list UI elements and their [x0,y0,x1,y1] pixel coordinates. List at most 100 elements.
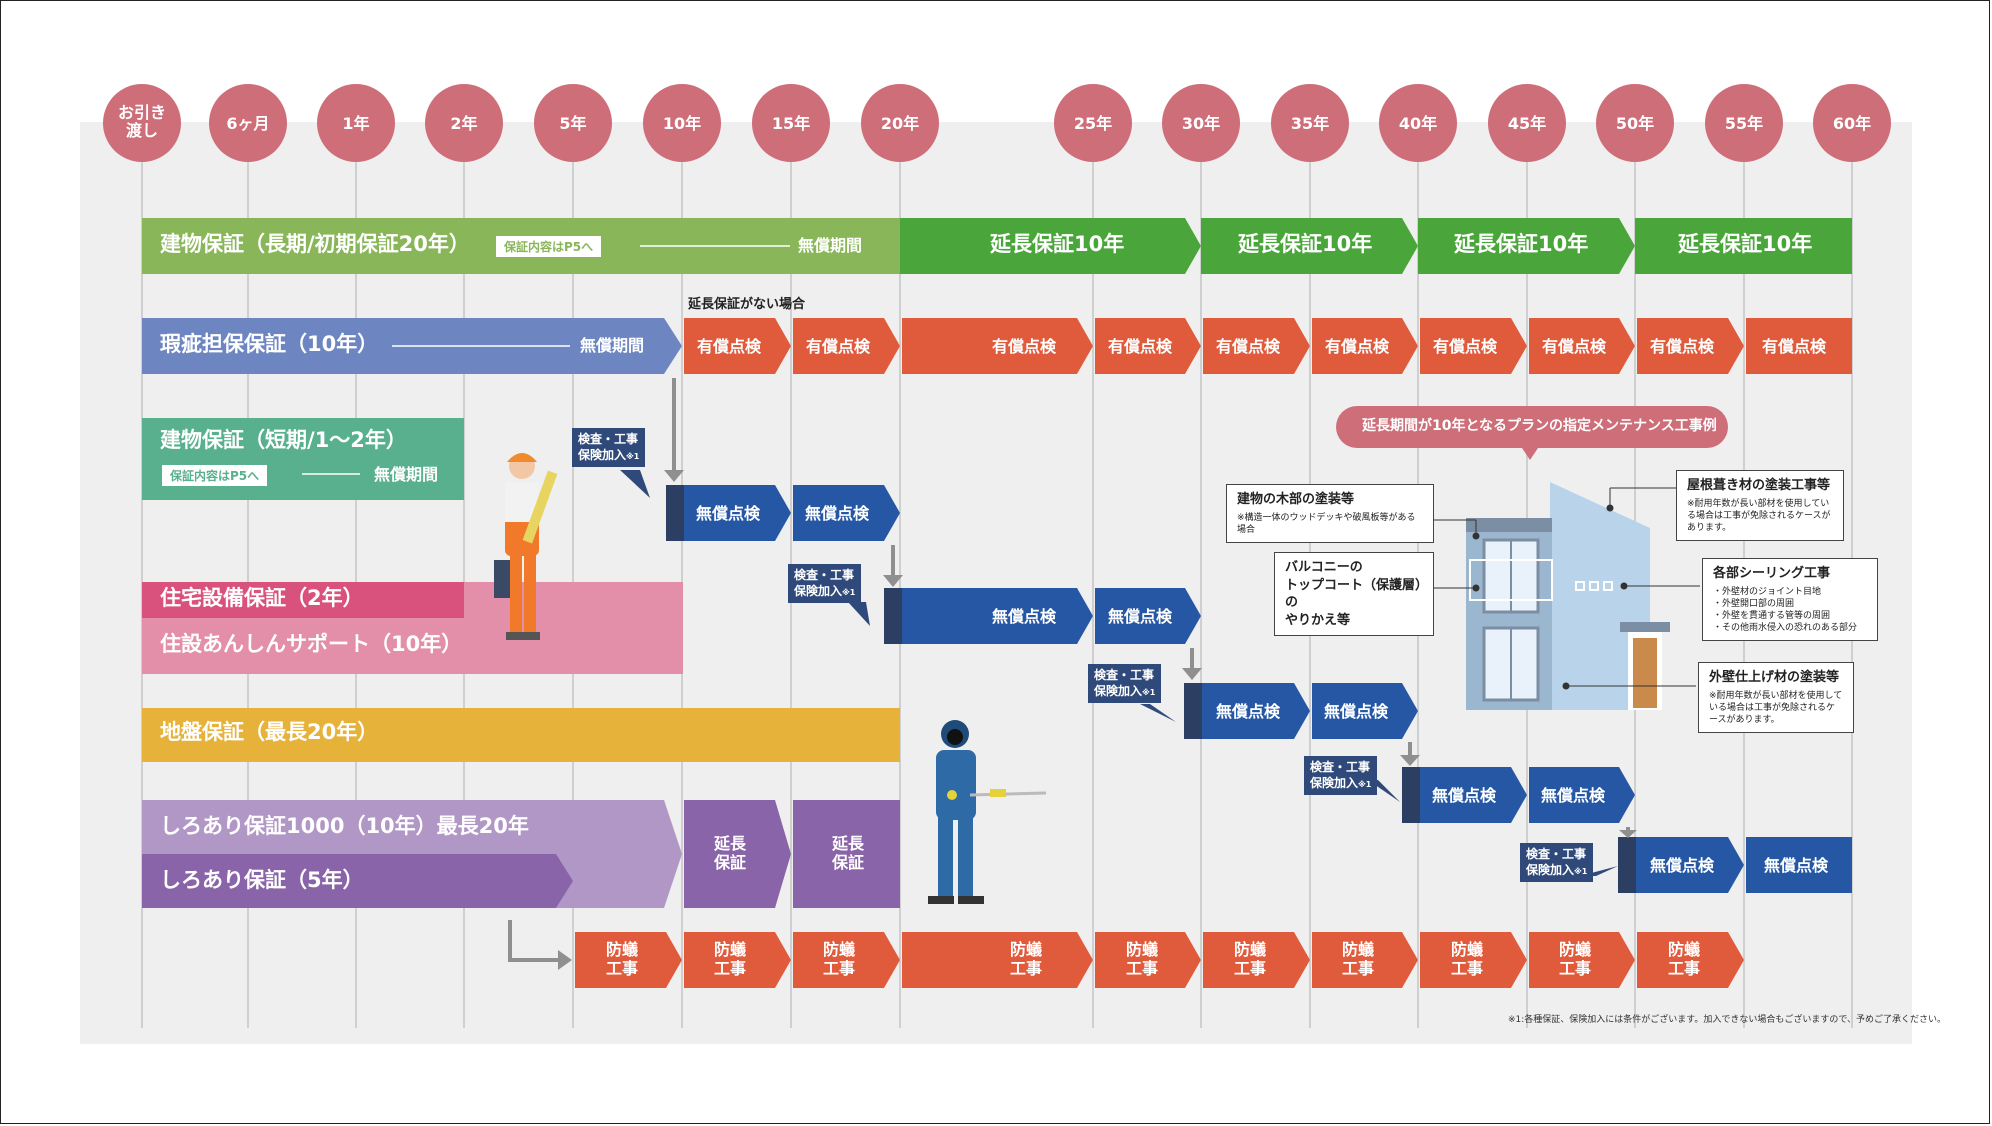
building-long-title: 建物保証（長期/初期保証20年） [160,232,470,256]
worker-illustration [494,453,558,640]
free-period-label: 無償期間 [374,465,439,484]
free-period-label: 無償期間 [580,336,645,355]
timeline-label: 40年 [1399,114,1437,133]
free-check-label: 無償点検 [1108,607,1173,626]
paid-check-label: 有償点検 [1433,337,1498,356]
timeline-label: 45年 [1508,114,1546,133]
timeline-label: 35年 [1291,114,1329,133]
extension-segment [1418,218,1635,274]
building-short-bar [142,418,464,500]
termite-5-bar [142,854,573,908]
timeline-circle [1813,84,1891,162]
balcony-note: バルコニーの トップコート（保護層）の やりかえ等 [1274,552,1434,637]
timeline-label: 5年 [559,114,586,133]
timeline-circle [317,84,395,162]
paid-check-label: 有償点検 [1650,337,1715,356]
ground-bar [142,708,900,762]
antitermite-label: 防蟻工事 [606,940,639,979]
maintenance-header: 延長期間が10年となるプランの指定メンテナンス工事例 [1362,418,1717,434]
paid-check-label: 有償点検 [1325,337,1390,356]
paid-check-label: 有償点検 [1542,337,1607,356]
free-check-label: 無償点検 [1324,702,1389,721]
extension-segment [900,218,1201,274]
termite-ext-segment [684,800,791,908]
building-short-pill: 保証内容はP5へ [162,465,268,486]
no-extension-note: 延長保証がない場合 [688,297,806,312]
building-short-title: 建物保証（短期/1～2年） [160,428,407,452]
timeline-label: 10年 [663,114,701,133]
paid-check-label: 有償点検 [1108,337,1173,356]
timeline-label: 30年 [1182,114,1220,133]
timeline-circle [1271,84,1349,162]
timeline-label: 55年 [1725,114,1763,133]
free-check-label: 無償点検 [1432,786,1497,805]
antitermite-label: 防蟻工事 [1126,940,1159,979]
timeline-label: 60年 [1833,114,1871,133]
free-check-label: 無償点検 [1541,786,1606,805]
inspection-callout: 検査・工事保険加入※1 [1088,664,1162,704]
timeline-circle [1488,84,1566,162]
free-period-label: 無償期間 [798,236,863,255]
free-check-label: 無償点検 [992,607,1057,626]
sprayer-illustration [928,720,1047,904]
timeline-circle [534,84,612,162]
antitermite-label: 防蟻工事 [714,940,747,979]
free-check-label: 無償点検 [1216,702,1281,721]
paid-check-label: 有償点検 [697,337,762,356]
timeline-label: 50年 [1616,114,1654,133]
roof-note: 屋根葺き材の塗装工事等 ※耐用年数が長い部材を使用している場合は工事が免除される… [1676,470,1844,541]
extension-label: 延長保証10年 [1238,232,1373,256]
timeline-label: 15年 [772,114,810,133]
inspection-callout: 検査・工事保険加入※1 [788,564,862,604]
free-check-label: 無償点検 [1764,856,1829,875]
termite-ext-label: 延長保証 [714,834,747,873]
paid-check-label: 有償点検 [1762,337,1827,356]
wood-paint-note: 建物の木部の塗装等 ※構造一体のウッドデッキや破風板等がある場合 [1226,484,1434,543]
ground-title: 地盤保証（最長20年） [160,720,379,744]
antitermite-segments [575,932,1744,988]
timeline-circle [425,84,503,162]
extension-label: 延長保証10年 [1678,232,1813,256]
timeline-label: 20年 [881,114,919,133]
support-bar [142,618,683,674]
inspection-callout: 検査・工事保険加入※1 [572,428,646,468]
timeline-circle [103,84,181,162]
extension-label: 延長保証10年 [990,232,1125,256]
antitermite-label: 防蟻工事 [1010,940,1043,979]
footnote: ※1:各種保証、保険加入には条件がございます。加入できない場合もございますので、… [1508,1015,1947,1025]
extension-segment [1635,218,1852,274]
inspection-callout: 検査・工事保険加入※1 [1304,756,1378,796]
sealing-note: 各部シーリング工事 ・外壁材のジョイント目地 ・外壁開口部の周囲 ・外壁を貫通す… [1702,558,1878,642]
timeline-circle [1162,84,1240,162]
timeline-label: お引き渡し [118,103,166,140]
house-illustration [1466,482,1670,710]
free-check-segments [666,485,1852,893]
paid-check-label: 有償点検 [806,337,871,356]
termite-1000-title: しろあり保証1000（10年）最長20年 [160,814,529,838]
antitermite-label: 防蟻工事 [823,940,856,979]
timeline-label: 2年 [450,114,477,133]
timeline-circle [1596,84,1674,162]
antitermite-label: 防蟻工事 [1342,940,1375,979]
timeline-circle [752,84,830,162]
antitermite-label: 防蟻工事 [1451,940,1484,979]
antitermite-label: 防蟻工事 [1668,940,1701,979]
timeline-circle [861,84,939,162]
paid-check-label: 有償点検 [992,337,1057,356]
inspection-callout: 検査・工事保険加入※1 [1520,843,1594,883]
defect-title: 瑕疵担保保証（10年） [160,332,379,356]
equipment-title: 住宅設備保証（2年） [160,586,364,610]
timeline-circle [643,84,721,162]
termite-ext-segment [793,800,900,908]
extension-label: 延長保証10年 [1454,232,1589,256]
timeline-label: 6ヶ月 [226,114,269,133]
timeline-circle [209,84,287,162]
antitermite-label: 防蟻工事 [1559,940,1592,979]
equipment-bar [142,582,464,618]
wall-paint-note: 外壁仕上げ材の塗装等 ※耐用年数が長い部材を使用している場合は工事が免除されるケ… [1698,662,1854,733]
support-title: 住設あんしんサポート（10年） [160,632,463,656]
paid-check-segments [684,318,1852,374]
free-check-label: 無償点検 [1650,856,1715,875]
